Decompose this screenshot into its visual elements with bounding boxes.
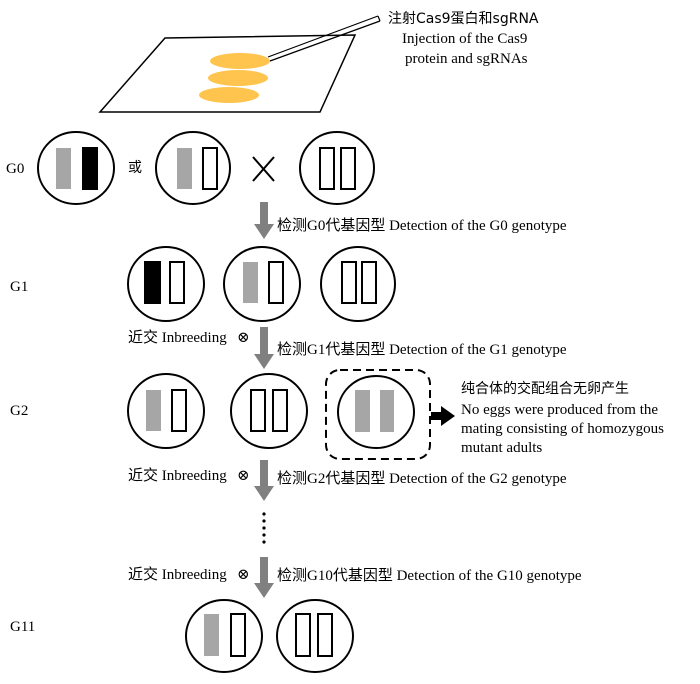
detect-g1-label: 检测G1代基因型 Detection of the G1 genotype (277, 341, 567, 358)
arrow-g1-g2 (254, 327, 274, 369)
g0-individual-2 (155, 131, 231, 205)
detect-g0-label: 检测G0代基因型 Detection of the G0 genotype (277, 217, 567, 234)
arrow-g0-g1 (254, 202, 274, 239)
injection-label-en-1: Injection of the Cas9 (402, 31, 527, 47)
g0-individual-1 (37, 131, 115, 205)
generation-label-g11: G11 (10, 619, 35, 635)
g2-homozygous-highlight (325, 369, 431, 460)
detect-g2-label: 检测G2代基因型 Detection of the G2 genotype (277, 470, 567, 487)
egg-2 (208, 70, 268, 86)
inbreeding-label-2: 近交 Inbreeding (128, 466, 227, 484)
g1-individual-3 (320, 246, 396, 322)
g11-individual-2 (276, 599, 354, 673)
no-eggs-arrow (431, 406, 455, 426)
self-symbol-1: ⊗ (237, 330, 250, 346)
generation-label-g2: G2 (10, 403, 28, 419)
egg-1 (210, 53, 270, 69)
g11-individual-1 (185, 599, 263, 673)
or-label: 或 (128, 160, 142, 176)
arrow-g10-g11 (254, 557, 274, 598)
g2-individual-2 (230, 373, 308, 449)
ellipsis-dots (262, 512, 266, 544)
note-en-1: No eggs were produced from the (461, 402, 658, 418)
generation-label-g1: G1 (10, 279, 28, 295)
g2-individual-1 (127, 373, 205, 449)
egg-3 (199, 87, 259, 103)
note-en-3: mutant adults (461, 440, 542, 456)
generation-label-g0: G0 (6, 161, 24, 177)
self-symbol-2: ⊗ (237, 468, 250, 484)
injection-needle (267, 15, 379, 58)
inbreeding-label-1: 近交 Inbreeding (128, 328, 227, 346)
g1-individual-2 (223, 246, 301, 322)
injection-label-en-2: protein and sgRNAs (405, 51, 528, 67)
arrow-g2-g3 (254, 460, 274, 501)
g1-individual-1 (127, 246, 205, 322)
cross-symbol (252, 156, 275, 182)
detect-g10-label: 检测G10代基因型 Detection of the G10 genotype (277, 567, 582, 584)
note-en-2: mating consisting of homozygous (461, 421, 664, 437)
note-cn: 纯合体的交配组合无卵产生 (461, 380, 629, 397)
self-symbol-3: ⊗ (237, 567, 250, 583)
g0-wildtype (299, 131, 375, 205)
inbreeding-label-3: 近交 Inbreeding (128, 565, 227, 583)
injection-dish (98, 15, 381, 113)
injection-label-cn: 注射Cas9蛋白和sgRNA (388, 11, 539, 27)
